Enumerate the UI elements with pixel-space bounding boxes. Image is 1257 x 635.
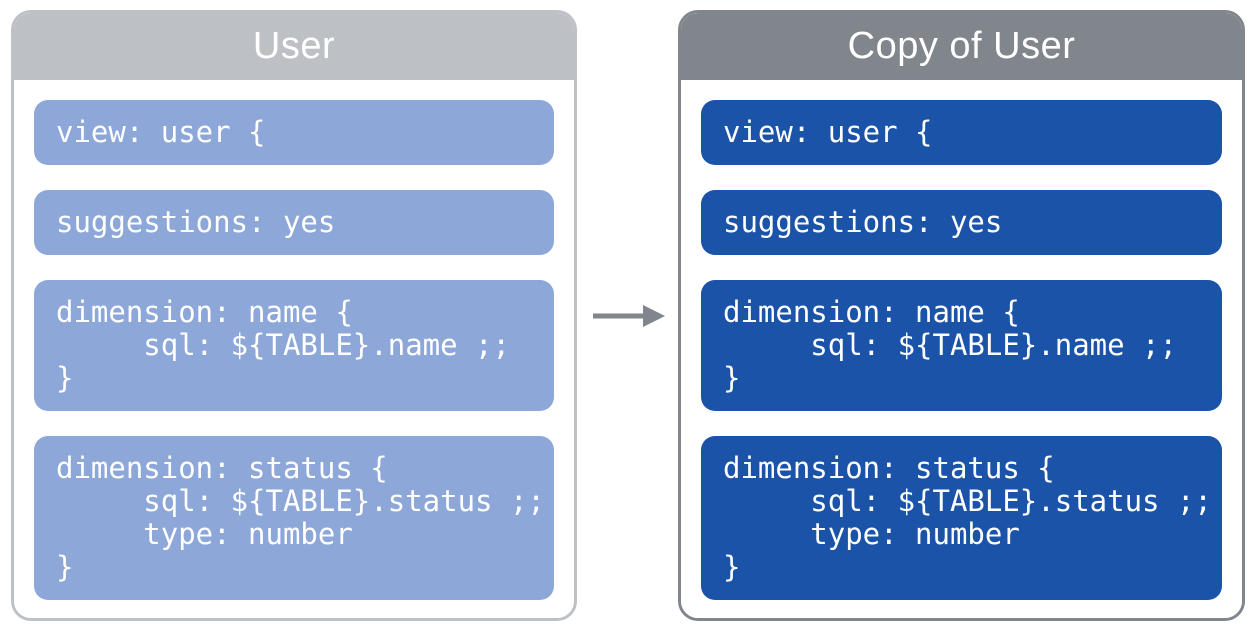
- code-line: }: [723, 550, 741, 584]
- code-line: }: [56, 361, 74, 395]
- code-line: dimension: name {: [723, 295, 1020, 329]
- panel-copy-of-user-body: view: user { suggestions: yes dimension:…: [681, 80, 1242, 618]
- code-line: dimension: status {: [56, 451, 388, 485]
- code-block: dimension: status { sql: ${TABLE}.status…: [34, 436, 554, 600]
- code-block: dimension: name { sql: ${TABLE}.name ;; …: [34, 280, 554, 411]
- code-line: view: user {: [56, 115, 266, 149]
- code-line: suggestions: yes: [723, 205, 1003, 239]
- code-line: dimension: name {: [56, 295, 353, 329]
- panel-copy-of-user: Copy of User view: user { suggestions: y…: [678, 10, 1245, 621]
- code-line: sql: ${TABLE}.name ;;: [723, 328, 1177, 362]
- panel-user-body: view: user { suggestions: yes dimension:…: [14, 80, 574, 618]
- code-line: }: [56, 550, 74, 584]
- code-block: dimension: status { sql: ${TABLE}.status…: [701, 436, 1222, 600]
- code-line: sql: ${TABLE}.status ;;: [723, 484, 1212, 518]
- code-line: view: user {: [723, 115, 933, 149]
- panel-copy-of-user-title: Copy of User: [847, 25, 1076, 67]
- code-block: suggestions: yes: [34, 190, 554, 255]
- code-line: type: number: [56, 517, 353, 551]
- code-line: sql: ${TABLE}.name ;;: [56, 328, 510, 362]
- arrow-right-icon: [593, 305, 665, 327]
- code-block: suggestions: yes: [701, 190, 1222, 255]
- code-line: dimension: status {: [723, 451, 1055, 485]
- code-line: type: number: [723, 517, 1020, 551]
- code-line: suggestions: yes: [56, 205, 336, 239]
- panel-user: User view: user { suggestions: yes dimen…: [11, 10, 577, 621]
- code-block: dimension: name { sql: ${TABLE}.name ;; …: [701, 280, 1222, 411]
- code-block: view: user {: [701, 100, 1222, 165]
- code-block: view: user {: [34, 100, 554, 165]
- panel-user-title: User: [252, 25, 336, 67]
- panel-copy-of-user-header: Copy of User: [681, 13, 1242, 80]
- code-line: sql: ${TABLE}.status ;;: [56, 484, 545, 518]
- code-line: }: [723, 361, 741, 395]
- panel-user-header: User: [14, 13, 574, 80]
